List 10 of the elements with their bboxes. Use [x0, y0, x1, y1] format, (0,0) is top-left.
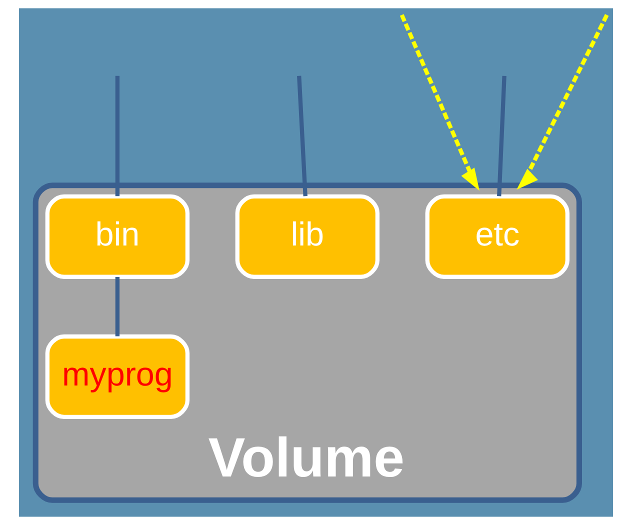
- node-box: myprog: [44, 334, 190, 419]
- arrow: [516, 14, 608, 190]
- node-box: lib: [234, 194, 380, 279]
- node-box: bin: [44, 194, 190, 279]
- connector: [496, 76, 506, 196]
- connector: [296, 76, 307, 196]
- arrow: [399, 14, 479, 191]
- node-box: etc: [424, 194, 570, 279]
- connector: [114, 76, 120, 196]
- connector: [114, 277, 120, 336]
